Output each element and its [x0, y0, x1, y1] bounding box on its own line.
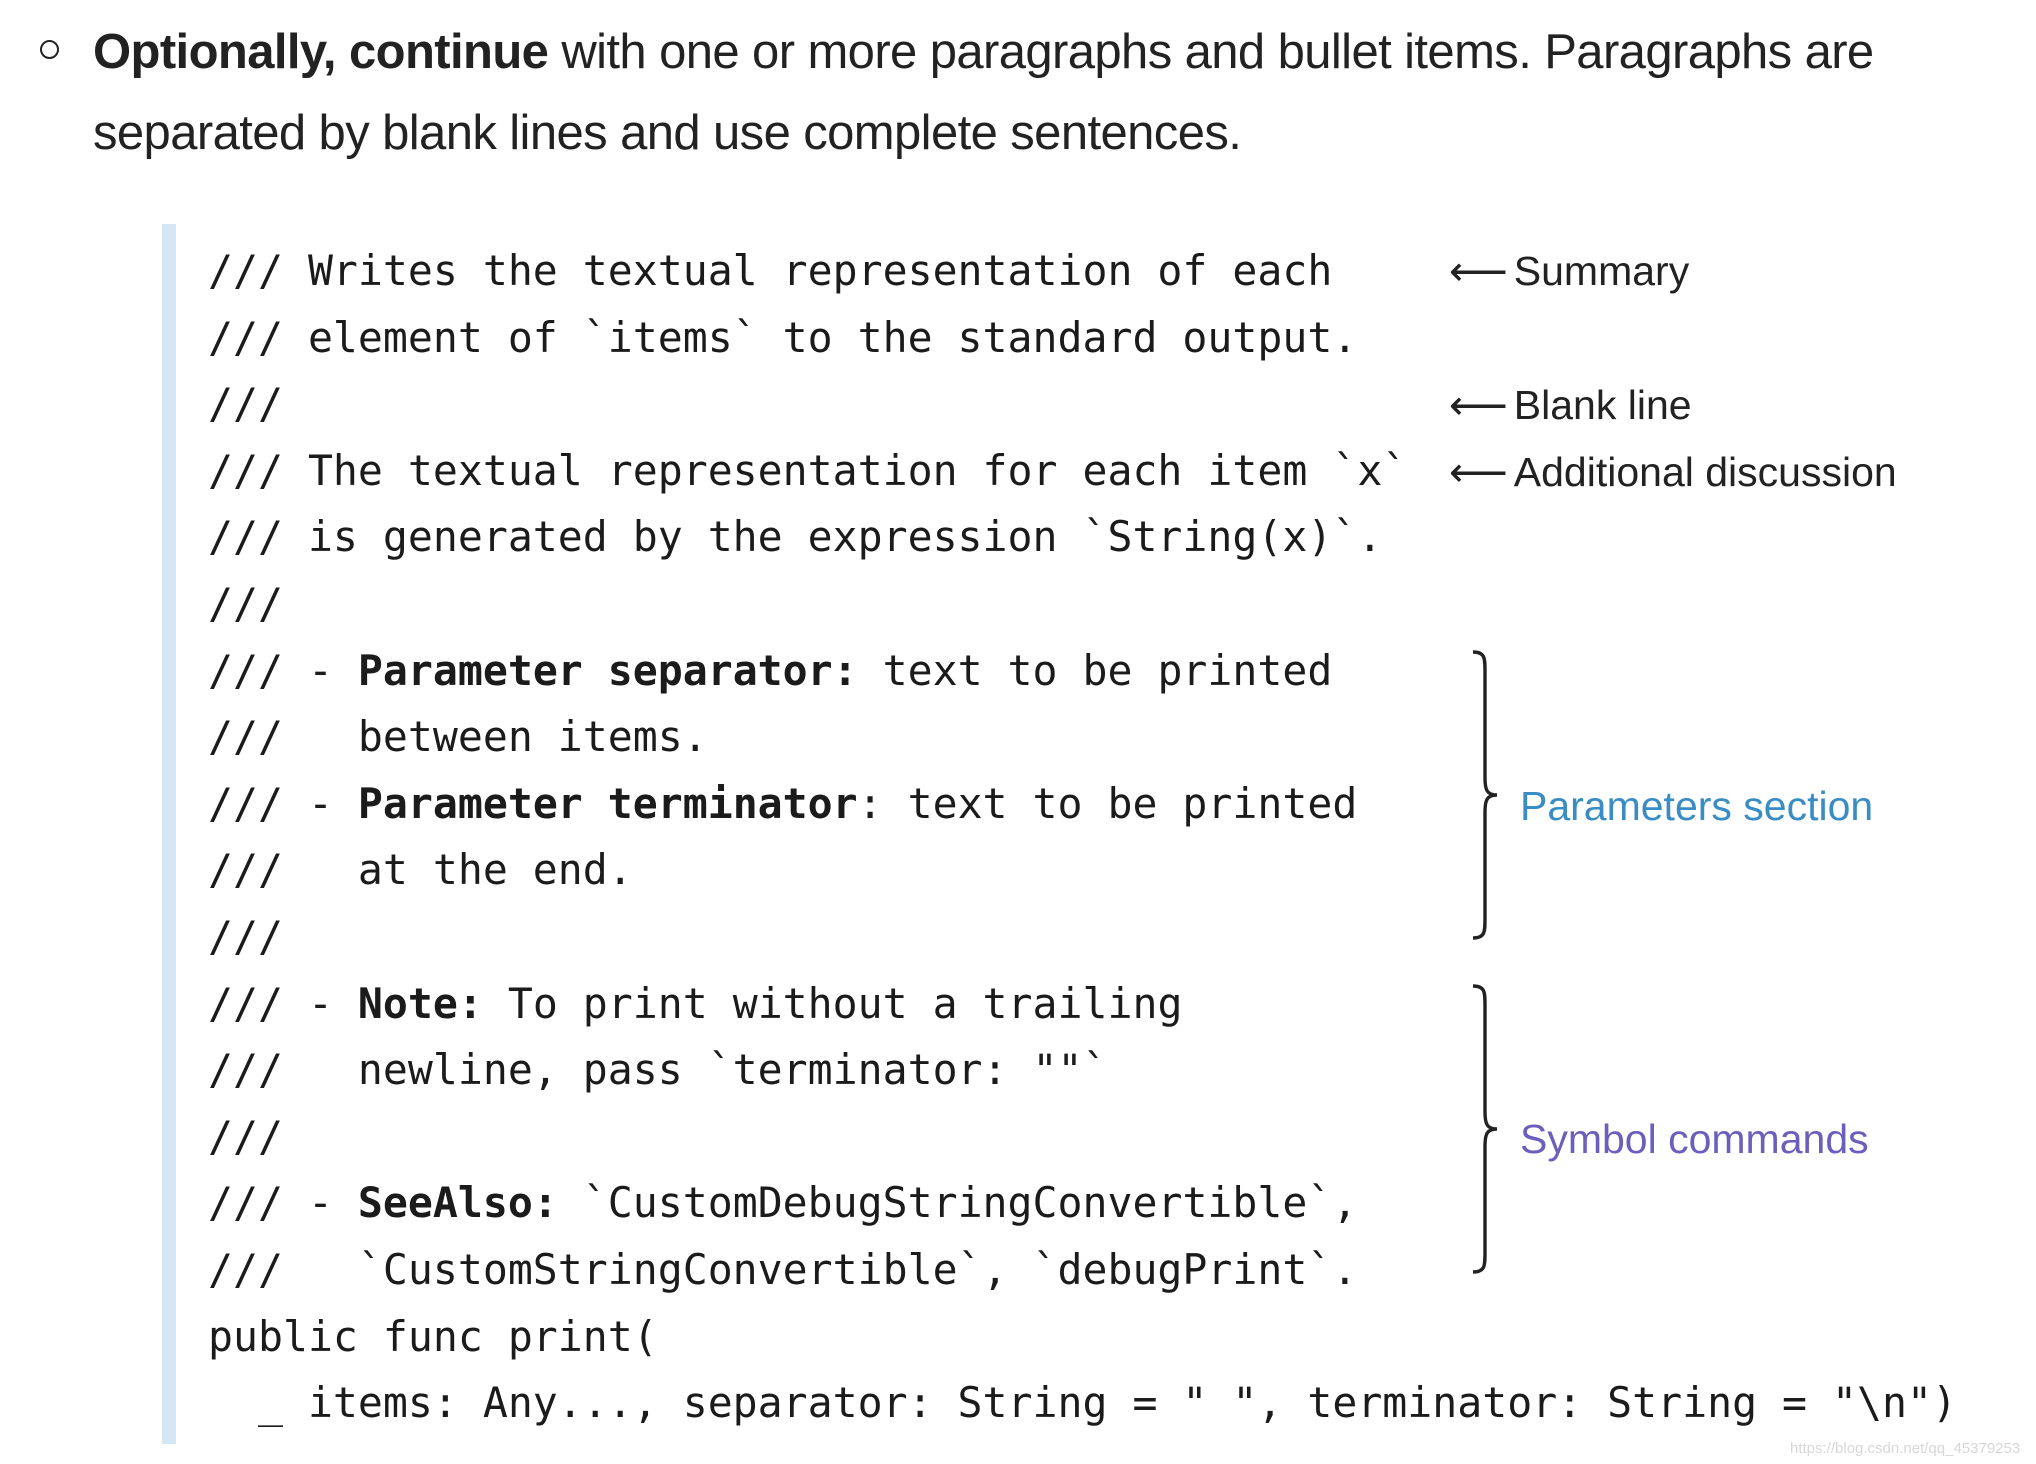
code-line: /// Writes the textual representation of…	[208, 238, 1957, 305]
code-text: /// `CustomStringConvertible`, `debugPri…	[208, 1244, 1358, 1294]
code-line: public func print(	[208, 1304, 1957, 1371]
code-block-left-bar	[162, 224, 176, 1444]
annotation-parameters-section: Parameters section	[1520, 786, 1873, 827]
code-line: _ items: Any..., separator: String = " "…	[208, 1370, 1957, 1437]
left-arrow-icon: ⟵	[1449, 449, 1508, 495]
code-text: /// -	[208, 1178, 358, 1228]
code-line: /// is generated by the expression `Stri…	[208, 504, 1957, 571]
code-text: To print without a trailing	[482, 978, 1183, 1028]
annotation-additional-discussion: ⟵Additional discussion	[1449, 452, 1897, 493]
code-bold-keyword: Note:	[357, 978, 483, 1028]
code-text: text to be printed	[857, 645, 1333, 695]
code-line: ///	[208, 1104, 1957, 1171]
intro-paragraph: Optionally, continue with one or more pa…	[93, 12, 2013, 174]
code-text: /// between items.	[208, 712, 708, 762]
code-line: /// - Parameter separator: text to be pr…	[208, 638, 1957, 705]
annotation-symbol-label: Symbol commands	[1520, 1116, 1869, 1162]
code-block: /// Writes the textual representation of…	[208, 238, 1957, 1437]
code-bold-keyword: Parameter separator:	[357, 645, 858, 695]
code-text: /// -	[208, 645, 358, 695]
hollow-circle-bullet-icon	[40, 40, 59, 59]
code-text: /// The textual representation for each …	[208, 445, 1408, 495]
code-text: ///	[208, 578, 283, 628]
code-line: /// - Note: To print without a trailing	[208, 971, 1957, 1038]
code-line: /// - SeeAlso: `CustomDebugStringConvert…	[208, 1170, 1957, 1237]
code-line: ///	[208, 904, 1957, 971]
annotation-summary: ⟵Summary	[1449, 251, 1689, 292]
intro-bold-lead: Optionally, continue	[93, 25, 549, 79]
code-text: /// element of `items` to the standard o…	[208, 312, 1358, 362]
code-text: /// -	[208, 778, 358, 828]
code-bold-keyword: SeeAlso:	[357, 1178, 558, 1228]
code-text: public func print(	[208, 1311, 658, 1361]
annotation-parameters-label: Parameters section	[1520, 783, 1874, 829]
code-text: /// -	[208, 978, 358, 1028]
code-line: /// between items.	[208, 704, 1957, 771]
left-arrow-icon: ⟵	[1449, 382, 1508, 428]
annotation-additional-label: Additional discussion	[1513, 449, 1897, 495]
annotation-blank-line: ⟵Blank line	[1449, 385, 1692, 426]
code-bold-keyword: Parameter terminator	[357, 778, 858, 828]
intro-rest-text: with one or more paragraphs and bullet i…	[93, 25, 1874, 160]
right-brace-icon	[1467, 650, 1501, 940]
code-text: ///	[208, 379, 283, 429]
annotation-symbol-commands: Symbol commands	[1520, 1119, 1869, 1160]
code-line: ///	[208, 571, 1957, 638]
code-text: /// Writes the textual representation of…	[208, 246, 1333, 295]
code-line: /// The textual representation for each …	[208, 438, 1957, 505]
code-text: : text to be printed	[857, 778, 1358, 828]
code-line: /// at the end.	[208, 837, 1957, 904]
code-line: ///	[208, 371, 1957, 438]
code-text: ///	[208, 911, 283, 961]
code-line: /// - Parameter terminator: text to be p…	[208, 771, 1957, 838]
right-brace-icon	[1467, 984, 1501, 1274]
watermark-url: https://blog.csdn.net/qq_45379253	[1790, 1440, 2021, 1457]
code-text: /// is generated by the expression `Stri…	[208, 512, 1383, 562]
code-text: ///	[208, 1111, 283, 1161]
left-arrow-icon: ⟵	[1449, 248, 1508, 294]
code-text: /// newline, pass `terminator: ""`	[208, 1045, 1108, 1095]
annotation-blank-line-label: Blank line	[1513, 382, 1692, 428]
code-text: `CustomDebugStringConvertible`,	[557, 1178, 1358, 1228]
code-line: /// element of `items` to the standard o…	[208, 305, 1957, 372]
code-line: /// `CustomStringConvertible`, `debugPri…	[208, 1237, 1957, 1304]
annotation-summary-label: Summary	[1513, 248, 1690, 294]
code-line: /// newline, pass `terminator: ""`	[208, 1037, 1957, 1104]
code-text: _ items: Any..., separator: String = " "…	[208, 1378, 1957, 1428]
code-text: /// at the end.	[208, 845, 633, 895]
